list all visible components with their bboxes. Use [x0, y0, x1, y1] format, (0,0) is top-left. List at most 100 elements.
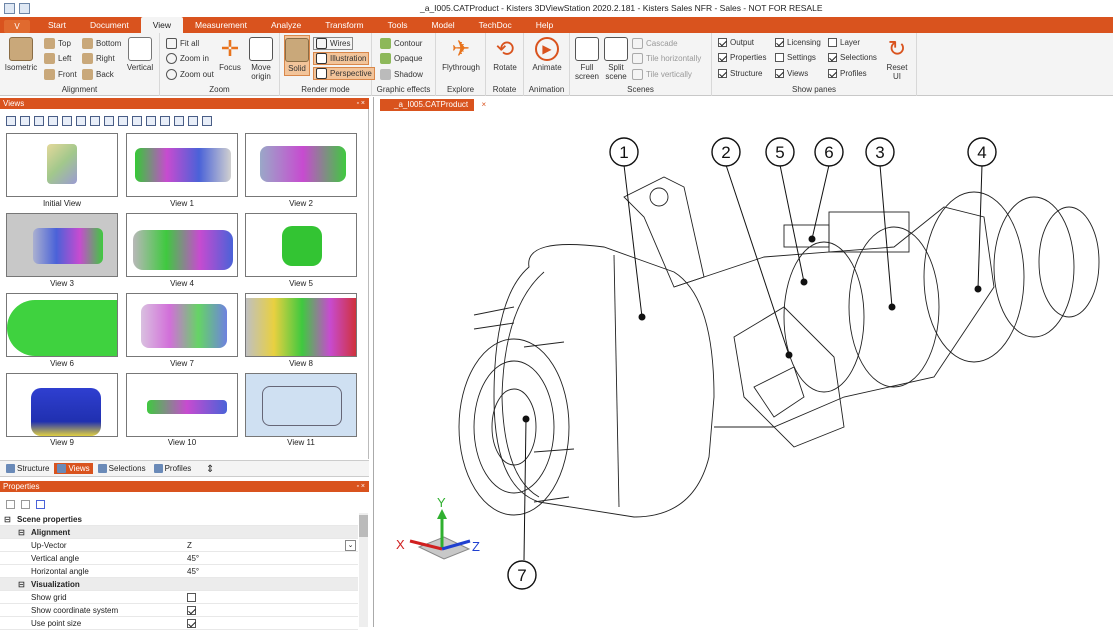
views-check[interactable] [775, 69, 784, 78]
panel-pin-close-icon[interactable]: ▫ × [356, 483, 365, 490]
tab-help[interactable]: Help [535, 20, 554, 30]
scrollbar-thumb[interactable] [359, 515, 368, 537]
properties-check[interactable] [718, 53, 727, 62]
view-thumbnail[interactable] [6, 213, 118, 277]
show-coord-checkbox[interactable] [187, 606, 196, 619]
fit-all-button[interactable]: Fit all [166, 38, 199, 49]
view-thumbnail[interactable] [6, 373, 118, 437]
layer-check[interactable] [828, 38, 837, 47]
app-menu-button[interactable]: V [4, 20, 30, 33]
layer-checkbox[interactable]: Layer [828, 38, 860, 47]
sort-icon[interactable] [6, 500, 15, 509]
view-thumbnail[interactable] [126, 133, 238, 197]
rotate-button[interactable]: ⟲ Rotate [489, 37, 521, 73]
selections-checkbox[interactable]: Selections [828, 53, 877, 62]
settings-checkbox[interactable]: Settings [775, 53, 816, 62]
bottom-button[interactable]: Bottom [82, 38, 121, 49]
view-tool-icon-14[interactable] [188, 116, 198, 126]
view-tool-icon-1[interactable] [6, 116, 16, 126]
view-thumbnail[interactable] [6, 293, 118, 357]
left-button[interactable]: Left [44, 53, 71, 64]
tile-vertically-button[interactable]: Tile vertically [632, 69, 692, 80]
view-tool-icon-2[interactable] [20, 116, 30, 126]
use-point-size-checkbox[interactable] [187, 619, 196, 632]
back-button[interactable]: Back [82, 69, 114, 80]
tab-transform[interactable]: Transform [325, 20, 364, 30]
view-tool-icon-11[interactable] [146, 116, 156, 126]
document-tab[interactable]: _a_I005.CATProduct × [380, 99, 486, 111]
zoom-out-button[interactable]: Zoom out [166, 69, 214, 80]
callout-4[interactable]: 4 [967, 137, 997, 167]
visualization-category-row[interactable]: ⊟Visualization [0, 578, 358, 591]
move-origin-button[interactable]: Move origin [246, 37, 276, 81]
vertical-angle-value[interactable]: 45° [187, 554, 200, 563]
contour-button[interactable]: Contour [380, 38, 422, 49]
view-thumbnail-selected[interactable] [245, 373, 357, 437]
wires-button[interactable]: Wires [313, 37, 354, 50]
view-tool-icon-4[interactable] [48, 116, 58, 126]
callout-1[interactable]: 1 [609, 137, 639, 167]
callout-2[interactable]: 2 [711, 137, 741, 167]
tile-horizontally-button[interactable]: Tile horizontally [632, 53, 701, 64]
view-thumbnail[interactable] [245, 213, 357, 277]
zoom-in-button[interactable]: Zoom in [166, 53, 209, 64]
licensing-check[interactable] [775, 38, 784, 47]
tab-document[interactable]: Document [89, 20, 129, 30]
output-checkbox[interactable]: Output [718, 38, 754, 47]
tab-techdoc[interactable]: TechDoc [478, 20, 512, 30]
view-thumbnail[interactable] [126, 373, 238, 437]
show-grid-checkbox[interactable] [187, 593, 196, 606]
tab-analyze[interactable]: Analyze [270, 20, 302, 30]
focus-button[interactable]: ✛ Focus [218, 37, 242, 73]
chevron-down-icon[interactable]: ⌄ [345, 540, 356, 551]
view-tool-icon-3[interactable] [34, 116, 44, 126]
animate-button[interactable]: ▶ Animate [528, 37, 566, 72]
panel-pin-close-icon[interactable]: ▫ × [356, 100, 365, 107]
view-tool-icon-10[interactable] [132, 116, 142, 126]
vertical-button[interactable]: Vertical [124, 37, 156, 72]
alignment-category-row[interactable]: ⊟Alignment [0, 526, 358, 539]
callout-3[interactable]: 3 [865, 137, 895, 167]
up-vector-value[interactable]: Z [187, 541, 192, 550]
view-tool-icon-9[interactable] [118, 116, 128, 126]
full-screen-button[interactable]: Full screen [573, 37, 601, 81]
opaque-button[interactable]: Opaque [380, 53, 422, 64]
tab-structure[interactable]: Structure [3, 463, 52, 474]
tab-views[interactable]: Views [54, 463, 93, 474]
tab-selections[interactable]: Selections [95, 463, 149, 474]
horizontal-angle-value[interactable]: 45° [187, 567, 200, 576]
3d-viewport[interactable]: 1 2 5 6 3 4 7 X Y Z [373, 97, 1113, 627]
view-tool-icon-5[interactable] [62, 116, 72, 126]
scene-properties-row[interactable]: ⊟Scene properties [0, 513, 358, 526]
view-tool-icon-6[interactable] [76, 116, 86, 126]
tab-measurement[interactable]: Measurement [194, 20, 247, 30]
profiles-check[interactable] [828, 69, 837, 78]
tab-model[interactable]: Model [431, 20, 455, 30]
category-icon[interactable] [21, 500, 30, 509]
collapse-icon[interactable]: ⊟ [18, 580, 25, 589]
callout-6[interactable]: 6 [814, 137, 844, 167]
view-tool-icon-8[interactable] [104, 116, 114, 126]
view-tool-icon-13[interactable] [174, 116, 184, 126]
filter-icon[interactable] [36, 500, 45, 509]
isometric-button[interactable]: Isometric [4, 37, 38, 72]
structure-check[interactable] [718, 69, 727, 78]
edit-icon[interactable] [19, 3, 30, 14]
views-checkbox[interactable]: Views [775, 69, 808, 78]
illustration-button[interactable]: Illustration [313, 52, 370, 65]
collapse-icon[interactable]: ⊟ [4, 515, 11, 524]
solid-button[interactable]: Solid [284, 35, 310, 76]
properties-scrollbar[interactable] [359, 513, 368, 627]
output-check[interactable] [718, 38, 727, 47]
cascade-button[interactable]: Cascade [632, 38, 678, 49]
right-button[interactable]: Right [82, 53, 115, 64]
view-tool-icon-7[interactable] [90, 116, 100, 126]
callout-5[interactable]: 5 [765, 137, 795, 167]
settings-check[interactable] [775, 53, 784, 62]
shadow-button[interactable]: Shadow [380, 69, 423, 80]
reset-ui-button[interactable]: ↻ Reset UI [882, 37, 912, 82]
save-icon[interactable] [4, 3, 15, 14]
tab-profiles[interactable]: Profiles [151, 463, 195, 474]
callout-7[interactable]: 7 [507, 560, 537, 590]
view-thumbnail[interactable] [6, 133, 118, 197]
